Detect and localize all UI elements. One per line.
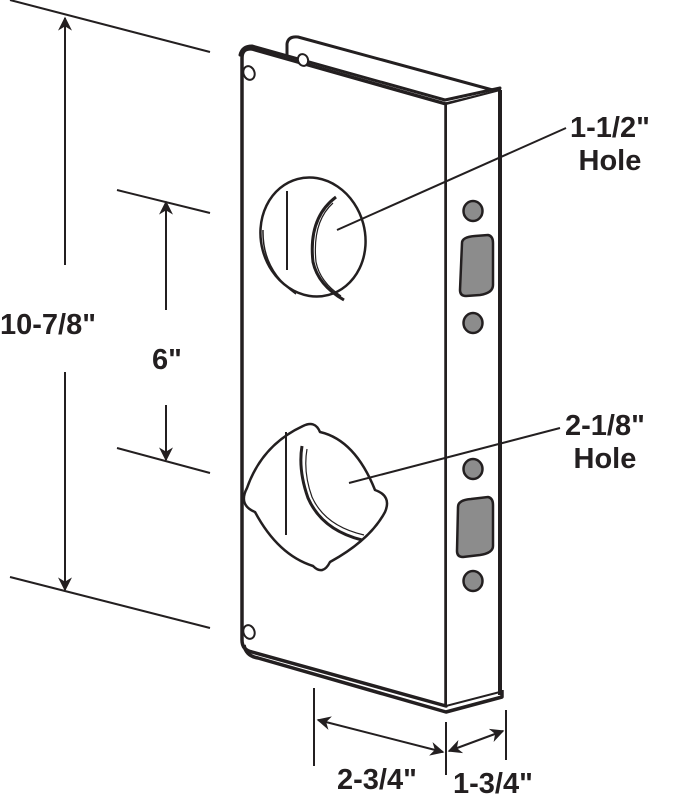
edge-screw-1 bbox=[462, 199, 484, 223]
edge-screw-2 bbox=[462, 311, 484, 335]
backset-width-label: 2-3/4" bbox=[337, 764, 417, 796]
upper-hole-size: 1-1/2" bbox=[570, 112, 650, 144]
overall-height-label: 10-7/8" bbox=[0, 309, 96, 341]
edge-hardware bbox=[455, 199, 495, 593]
upper-hole-label: Hole bbox=[578, 145, 642, 177]
door-thickness-label: 1-3/4" bbox=[453, 768, 533, 800]
lower-hole bbox=[242, 422, 389, 572]
upper-hole-callout: 1-1/2" Hole bbox=[570, 114, 650, 176]
lower-hole-size: 2-1/8" bbox=[565, 410, 645, 442]
latch-opening-lower bbox=[455, 495, 495, 559]
back-flange bbox=[285, 35, 502, 108]
lower-hole-callout: 2-1/8" Hole bbox=[565, 412, 645, 474]
leader-lines bbox=[336, 127, 567, 484]
face-plate bbox=[240, 47, 448, 708]
latch-opening-upper bbox=[458, 233, 495, 298]
edge-screw-3 bbox=[462, 457, 484, 481]
screw-holes bbox=[242, 53, 310, 640]
upper-hole bbox=[259, 176, 367, 302]
edge-screw-4 bbox=[462, 569, 484, 593]
bottom-dimension-lines bbox=[313, 688, 507, 775]
lower-hole-label: Hole bbox=[573, 443, 637, 475]
hole-spacing-label: 6" bbox=[152, 344, 182, 376]
bottom-edge bbox=[242, 644, 504, 714]
edge-plate bbox=[445, 88, 501, 708]
